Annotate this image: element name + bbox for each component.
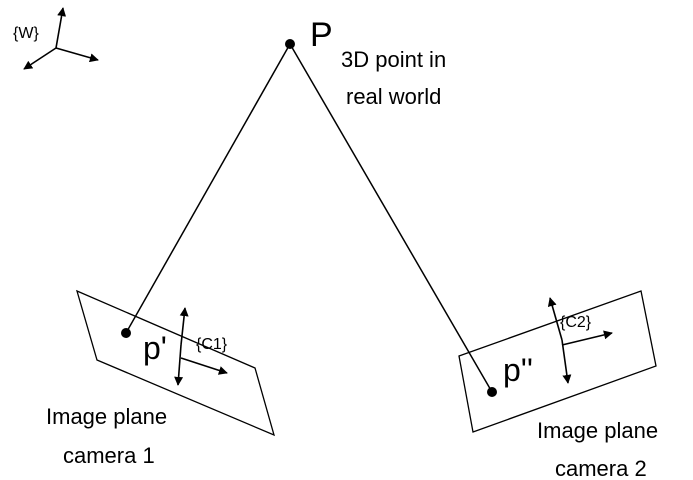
projection-label-camera2: p''	[503, 352, 533, 388]
projection-point-camera2	[487, 387, 497, 397]
image-plane-camera1	[75, 289, 275, 437]
camera1-caption-line2: camera 1	[63, 443, 155, 468]
projection-label-camera1: p'	[143, 330, 167, 366]
world-frame-label: {W}	[13, 25, 39, 42]
world-frame-axes	[23, 7, 99, 70]
camera2-axis-down	[561, 339, 572, 384]
camera1-caption-line1: Image plane	[46, 404, 167, 429]
camera2-frame-label: {C2}	[560, 314, 592, 331]
camera2-caption-line1: Image plane	[537, 418, 658, 443]
point-p-label: P	[310, 16, 333, 54]
ray-to-camera1	[125, 43, 291, 334]
camera2-frame-axes	[547, 297, 613, 384]
projection-point-camera1	[121, 328, 131, 338]
camera1-axis-right	[180, 357, 228, 375]
world-axis-right	[55, 47, 99, 63]
camera1-axis-down	[174, 344, 184, 386]
camera2-axis-up	[547, 297, 563, 341]
camera2-caption-line2: camera 2	[555, 456, 647, 480]
camera1-frame-axes	[174, 307, 228, 386]
world-axis-left	[23, 47, 57, 70]
point-p-dot	[285, 39, 295, 49]
camera1-frame-label: {C1}	[196, 336, 228, 353]
ray-to-camera2	[289, 43, 493, 393]
image-plane-camera2	[458, 290, 657, 433]
camera2-axis-right	[561, 330, 613, 346]
point-p-description-line2: real world	[346, 84, 441, 109]
point-p-description-line1: 3D point in	[341, 47, 446, 72]
camera1-axis-up	[179, 307, 189, 346]
world-axis-up	[55, 7, 67, 49]
